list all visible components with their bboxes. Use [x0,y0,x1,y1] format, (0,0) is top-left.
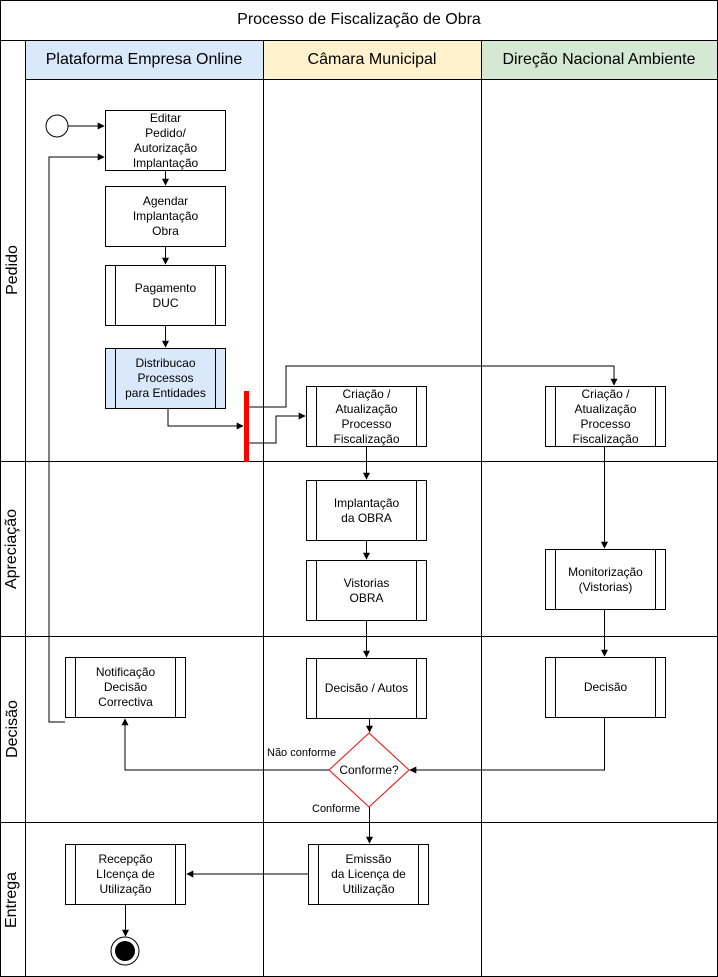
edge-notificacao-to-editar [48,153,105,723]
task-box-editar [105,110,226,171]
task-decisao-dna: Decisão [583,680,628,694]
task-box-criacao-dna [545,386,666,447]
task-criacao-dna: Criação / Atualização Processo Fiscaliza… [572,386,639,446]
lane-header-camara: Câmara Municipal [307,51,437,68]
task-notificacao: Notificação Decisão Correctiva [95,665,156,709]
task-vistorias: Vistorias OBRA [343,575,390,605]
task-box-pagamento [105,265,226,326]
decision-conforme-label: Conforme? [339,762,399,777]
task-rececao: Recepção LIcença de Utilização [96,852,155,896]
lane-header-bg-1 [25,41,263,79]
lane-header-dna: Direção Nacional Ambiente [502,51,696,68]
task-box-monitorizacao [545,549,666,610]
phase-label-apreciacao: Apreciação [3,508,21,589]
task-criacao-cm: Criação / Atualização Processo Fiscaliza… [333,386,400,446]
start-event [45,114,69,138]
task-box-distribucao [105,348,226,409]
fork-bar [244,391,249,462]
end-event-inner [115,941,135,961]
task-decisao-autos: Decisão / Autos [324,681,409,695]
task-box-decisao-autos [306,658,427,719]
task-box-implantacao [306,480,427,541]
task-box-agendar [105,186,226,247]
task-editar: Editar Pedido/ Autorização Implantação [132,110,199,170]
phase-label-decisao: Decisão [3,700,21,758]
edge-fork-to-criacao-dna [249,365,618,408]
task-emissao: Emissão da Licença de Utilização [331,852,406,896]
task-monitorizacao: Monitorização (Vistorias) [568,564,643,594]
task-box-vistorias [306,560,427,621]
phase-label-pedido: Pedido [3,245,21,295]
edge-distribucao-to-fork [167,409,244,430]
phase-label-entrega: Entrega [3,871,21,928]
edge-label-conforme: Conforme [312,803,361,815]
task-distribucao: Distribucao Processos para Entidades [125,356,206,400]
task-agendar: Agendar Implantação Obra [132,194,199,238]
task-box-criacao-cm [306,386,427,447]
lane-header-plataforma: Plataforma Empresa Online [45,51,243,68]
task-box-emissao [308,844,429,905]
task-box-notificacao [65,657,186,718]
edge-fork-to-criacao-cm [249,412,306,444]
task-box-decisao-dna [545,657,666,718]
edge-conforme-to-notificacao [121,718,329,771]
lane-header-bg-2 [263,41,481,79]
task-implantacao: Implantação da OBRA [333,495,400,525]
edge-decisao-dna-to-conforme [409,718,605,774]
task-pagamento: Pagamento DUC [134,280,197,310]
diagram-title: Processo de Fiscalização de Obra [237,11,481,28]
lane-header-bg-3 [481,41,717,79]
task-box-rececao [65,844,186,905]
edge-label-nao-conforme: Não conforme [267,747,337,759]
